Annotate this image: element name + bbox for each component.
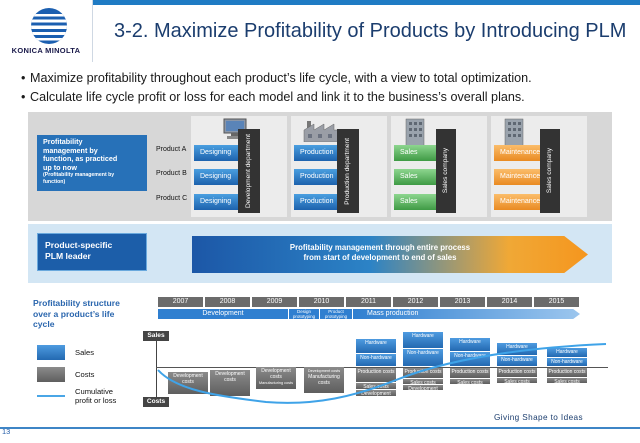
structure-heading-line: Profitability structure (33, 298, 120, 308)
cost-bar-line: Development (261, 368, 291, 374)
dept-development: Development department (238, 129, 260, 213)
function-box-line: function, as practiced (43, 154, 118, 163)
year-cell: 2008 (205, 297, 250, 307)
legend-cumulative-line1: Cumulative (75, 387, 113, 396)
phase-line: Product (328, 309, 344, 314)
year-cell: 2015 (534, 297, 579, 307)
page-number: 13 (2, 427, 11, 436)
plm-leader-box: Product-specific PLM leader (37, 233, 147, 271)
globe-logo-icon (31, 8, 67, 44)
year-cell: 2010 (299, 297, 344, 307)
dept-sales-maintenance: Sales company (540, 129, 560, 213)
legend-sales-swatch (37, 345, 65, 360)
cost-block-development: Development costs (403, 385, 443, 398)
cost-bar-line: Manufacturing costs (308, 374, 340, 386)
logo-divider (92, 0, 93, 62)
plm-arrow-line: from start of development to end of sale… (303, 253, 457, 262)
year-cell: 2012 (393, 297, 438, 307)
year-cell: 2007 (158, 297, 203, 307)
legend-costs-swatch (37, 367, 65, 382)
dept-label: Production department (344, 137, 351, 205)
cost-block-sales: Sales costs (403, 379, 443, 386)
cost-bar: Development costs (210, 370, 250, 396)
phase-line: Design (296, 309, 311, 314)
cost-bar-line: Manufacturing costs (259, 381, 293, 385)
sales-block-nonhardware: Non-hardware (547, 358, 587, 366)
bullet-1: Maximize profitability throughout each p… (21, 71, 532, 85)
function-box-line: Profitability (43, 137, 83, 146)
sales-block-nonhardware: Non-hardware (403, 349, 443, 366)
function-box-line: management by (43, 145, 98, 155)
year-cell: 2011 (346, 297, 391, 307)
structure-heading-line: cycle (33, 319, 55, 329)
chart-zero-line (156, 367, 608, 368)
phase-design-prototyping: Design prototyping (289, 309, 319, 319)
building-icon (405, 118, 425, 146)
phase-product-prototyping: Product prototyping (320, 309, 352, 319)
sales-block-hardware: Hardware (403, 332, 443, 348)
cost-block-production: Production costs (356, 368, 396, 382)
cost-block-sales: Sales costs (547, 378, 587, 385)
legend-cumulative-line (37, 395, 65, 397)
cost-bar-line: Development costs (307, 369, 341, 373)
cost-bar: Development costs (168, 372, 208, 394)
cost-block-production: Production costs (547, 368, 587, 377)
header-accent-bar (92, 0, 640, 5)
company-logo-text: KONICA MINOLTA (11, 46, 81, 55)
footer-bar (0, 427, 640, 429)
plm-leader-line: PLM leader (45, 251, 91, 261)
bullet-2: Calculate life cycle profit or loss for … (21, 90, 525, 104)
axis-label-costs: Costs (143, 397, 169, 407)
cost-block-sales: Sales costs (450, 379, 490, 386)
product-label-a: Product A (156, 146, 187, 153)
function-box-line: up to now (43, 162, 77, 172)
dept-label: Sales company (442, 148, 449, 194)
dept-sales: Sales company (436, 129, 456, 213)
cumulative-profit-curve (157, 343, 607, 404)
year-cell: 2014 (487, 297, 532, 307)
page-title: 3-2. Maximize Profitability of Products … (114, 20, 627, 42)
sales-block-nonhardware: Non-hardware (497, 356, 537, 366)
product-label-b: Product B (156, 170, 187, 177)
cost-block-production: Production costs (497, 368, 537, 377)
cost-bar-line: costs (270, 374, 282, 380)
sales-block-hardware: Hardware (356, 339, 396, 353)
axis-label-sales: Sales (143, 331, 169, 341)
sales-block-nonhardware: Non-hardware (356, 354, 396, 366)
cost-block-production: Production costs (403, 368, 443, 378)
legend-costs: Costs (75, 370, 95, 379)
legend-sales: Sales (75, 348, 94, 357)
footer-tagline: Giving Shape to Ideas (494, 413, 583, 422)
dept-label: Development department (245, 133, 252, 209)
phase-mass-production: Mass production (353, 309, 580, 319)
structure-heading: Profitability structure over a product’s… (33, 298, 143, 330)
sales-block-hardware: Hardware (450, 338, 490, 351)
dept-production: Production department (337, 129, 359, 213)
sales-block-hardware: Hardware (547, 348, 587, 357)
function-box-note: (Profitability management by (43, 172, 115, 178)
phase-development: Development (158, 309, 288, 319)
function-box: Profitability management by function, as… (37, 135, 147, 191)
phase-line: prototyping (324, 314, 348, 319)
plm-arrow-line: Profitability management through entire … (289, 243, 471, 252)
plm-leader-line: Product-specific (45, 240, 113, 250)
function-box-note: function) (43, 178, 66, 185)
product-label-c: Product C (156, 195, 188, 202)
structure-heading-line: over a product’s life (33, 308, 115, 319)
cost-bar: Development costs Manufacturing costs (256, 367, 296, 389)
year-cell: 2013 (440, 297, 485, 307)
cost-block-development: Development costs (356, 390, 396, 403)
year-cell: 2009 (252, 297, 297, 307)
dept-label: Sales company (546, 148, 553, 194)
cost-block-production: Production costs (450, 368, 490, 378)
phase-line: prototyping (292, 314, 316, 319)
building-icon (504, 118, 524, 146)
plm-process-arrow: Profitability management through entire … (192, 236, 588, 273)
cost-bar: Development costs Manufacturing costs (304, 367, 344, 393)
legend-cumulative-line2: profit or loss (75, 396, 117, 405)
cost-block-sales: Sales costs (497, 378, 537, 385)
legend-cumulative: Cumulative profit or loss (75, 387, 116, 405)
